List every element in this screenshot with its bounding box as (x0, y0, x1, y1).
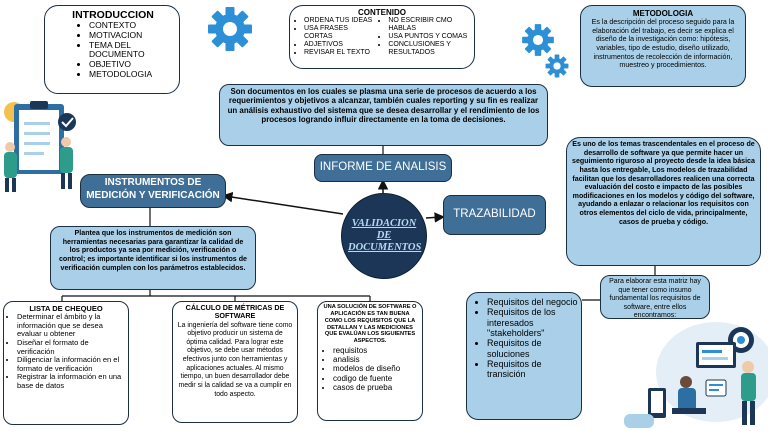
trazabilidad-title: TRAZABILIDAD (443, 195, 546, 235)
list-item: USA PUNTOS Y COMAS (388, 33, 470, 41)
solucion-list: requisitos analisis modelos de diseño co… (321, 346, 419, 392)
metodologia-text: Es la descripción del proceso seguido pa… (591, 18, 735, 70)
list-item: METODOLOGIA (89, 69, 173, 80)
lista-chequeo-list: Determinar el ámbito y la información qu… (7, 312, 125, 391)
list-item: codigo de fuente (333, 374, 419, 383)
list-item: ADJETIVOS (304, 41, 378, 49)
list-item: REVISAR EL TEXTO (304, 49, 378, 57)
trazabilidad-definition: Es uno de los temas trascendentales en e… (566, 137, 761, 266)
list-item: Requisitos de transición (487, 359, 579, 380)
list-item: Diseñar el formato de verificación (17, 338, 125, 356)
center-node: VALIDACION DE DOCUMENTOS (341, 193, 427, 279)
list-item: Requisitos de los interesados "stakehold… (487, 307, 579, 338)
list-item: Registrar la información en una base de … (17, 372, 125, 390)
introduccion-list: CONTEXTO MOTIVACION TEMA DEL DOCUMENTO O… (81, 20, 173, 80)
lista-chequeo-box: LISTA DE CHEQUEO Determinar el ámbito y … (3, 301, 129, 425)
lista-chequeo-title: LISTA DE CHEQUEO (29, 304, 103, 313)
list-item: TEMA DEL DOCUMENTO (89, 40, 173, 61)
list-item: CONTEXTO (89, 20, 173, 31)
calculo-title: CÁLCULO DE MÉTRICAS DE SOFTWARE (185, 303, 285, 321)
clipboard-illustration (4, 101, 76, 192)
contenido-left-list: ORDENA TUS IDEAS USA FRASES CORTAS ADJET… (294, 17, 378, 57)
arrow-to-trazabilidad (425, 212, 445, 223)
requisitos-box: Requisitos del negocio Requisitos de los… (466, 292, 582, 420)
introduccion-box: INTRODUCCION CONTEXTO MOTIVACION TEMA DE… (44, 5, 180, 94)
list-item: Requisitos de soluciones (487, 338, 579, 359)
solucion-title: UNA SOLUCIÓN DE SOFTWARE O APLICACIÓN ES… (323, 304, 417, 345)
list-item: CONCLUSIONES Y RESULTADOS (388, 41, 470, 57)
list-item: MOTIVACION (89, 30, 173, 41)
solucion-box: UNA SOLUCIÓN DE SOFTWARE O APLICACIÓN ES… (317, 301, 423, 421)
list-item: OBJETIVO (89, 59, 173, 70)
informe-title: INFORME DE ANALISIS (314, 154, 452, 182)
list-item: Determinar el ámbito y la información qu… (17, 312, 125, 339)
contenido-box: CONTENIDO ORDENA TUS IDEAS USA FRASES CO… (289, 5, 475, 69)
metodologia-title: METODOLOGIA (632, 9, 694, 18)
list-item: modelos de diseño (333, 364, 419, 373)
list-item: Diligenciar la información en el formato… (17, 355, 125, 373)
center-title: VALIDACION DE DOCUMENTOS (348, 217, 422, 254)
instrumentos-title: INSTRUMENTOS DE MEDICIÓN Y VERIFICACIÓN (80, 174, 226, 208)
informe-definition: Son documentos en los cuales se plasma u… (219, 84, 548, 146)
list-item: USA FRASES CORTAS (304, 25, 378, 41)
requisitos-list: Requisitos del negocio Requisitos de los… (469, 297, 579, 380)
instrumentos-definition: Plantea que los instrumentos de medición… (50, 226, 256, 290)
list-item: casos de prueba (333, 383, 419, 392)
list-item: requisitos (333, 346, 419, 355)
metodologia-box: METODOLOGIA Es la descripción del proces… (580, 5, 746, 87)
contenido-right-list: NO ESCRIBIR CMO HABLAS USA PUNTOS Y COMA… (378, 17, 470, 57)
gear-icon (208, 7, 252, 51)
trazabilidad-matrix-text: Para elaborar esta matriz hay que tener … (600, 275, 710, 319)
introduccion-title: INTRODUCCION (72, 9, 154, 21)
arrow-to-instrumentos (222, 191, 344, 215)
list-item: Requisitos del negocio (487, 297, 579, 307)
list-item: ORDENA TUS IDEAS (304, 17, 378, 25)
list-item: NO ESCRIBIR CMO HABLAS (388, 17, 470, 33)
contenido-title: CONTENIDO (358, 8, 406, 17)
gear-icon (522, 24, 554, 56)
calculo-box: CÁLCULO DE MÉTRICAS DE SOFTWARE La ingen… (172, 301, 298, 423)
list-item: analisis (333, 355, 419, 364)
calculo-text: La ingeniería del software tiene como ob… (177, 321, 293, 398)
gear-icon (545, 54, 569, 78)
team-illustration (624, 322, 768, 428)
